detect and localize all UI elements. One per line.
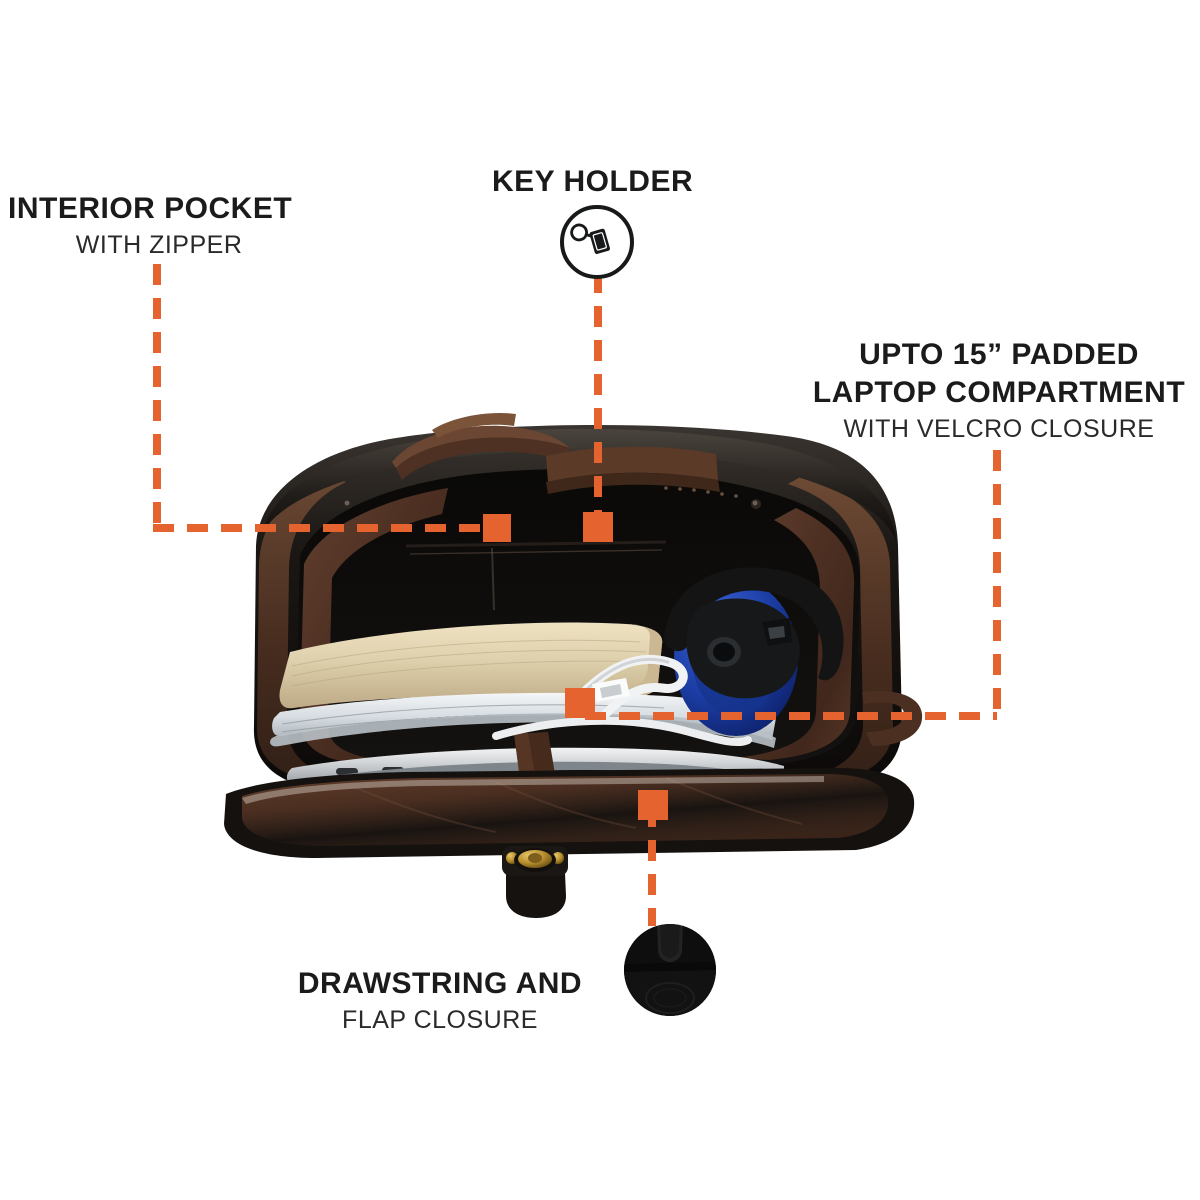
key-fob-icon	[560, 205, 634, 279]
callout-key-holder: KEY HOLDER	[492, 163, 693, 201]
callout-laptop-title-line-1: UPTO 15” PADDED	[859, 338, 1139, 371]
connector-laptop-vertical	[993, 450, 1001, 716]
marker-interior-pocket	[483, 514, 511, 542]
callout-drawstring-flap: DRAWSTRING AND FLAP CLOSURE	[290, 965, 590, 1037]
connector-key-holder-vertical	[594, 272, 602, 524]
callout-interior-pocket: INTERIOR POCKET WITH ZIPPER	[8, 190, 292, 262]
connector-laptop-horizontal	[585, 712, 997, 720]
callout-laptop-title-line-2: LAPTOP COMPARTMENT	[812, 376, 1186, 409]
callout-drawstring-title: DRAWSTRING AND	[297, 967, 583, 1000]
callout-laptop-compartment: UPTO 15” PADDED LAPTOP COMPARTMENT WITH …	[806, 336, 1192, 446]
marker-key-holder	[583, 512, 613, 542]
marker-laptop-compartment	[565, 688, 595, 718]
callout-interior-pocket-title: INTERIOR POCKET	[8, 192, 293, 225]
connector-drawstring-vertical	[648, 806, 656, 926]
backpack-product-image	[196, 396, 936, 926]
flap-closure-icon	[624, 924, 716, 1016]
marker-drawstring-flap	[638, 790, 668, 820]
connector-interior-pocket-horizontal	[153, 524, 505, 532]
connector-interior-pocket-vertical	[153, 264, 161, 528]
callout-drawstring-subtitle: FLAP CLOSURE	[342, 1006, 538, 1034]
callout-laptop-subtitle: WITH VELCRO CLOSURE	[843, 415, 1155, 443]
callout-interior-pocket-subtitle: WITH ZIPPER	[75, 231, 243, 259]
callout-key-holder-title: KEY HOLDER	[492, 165, 694, 198]
